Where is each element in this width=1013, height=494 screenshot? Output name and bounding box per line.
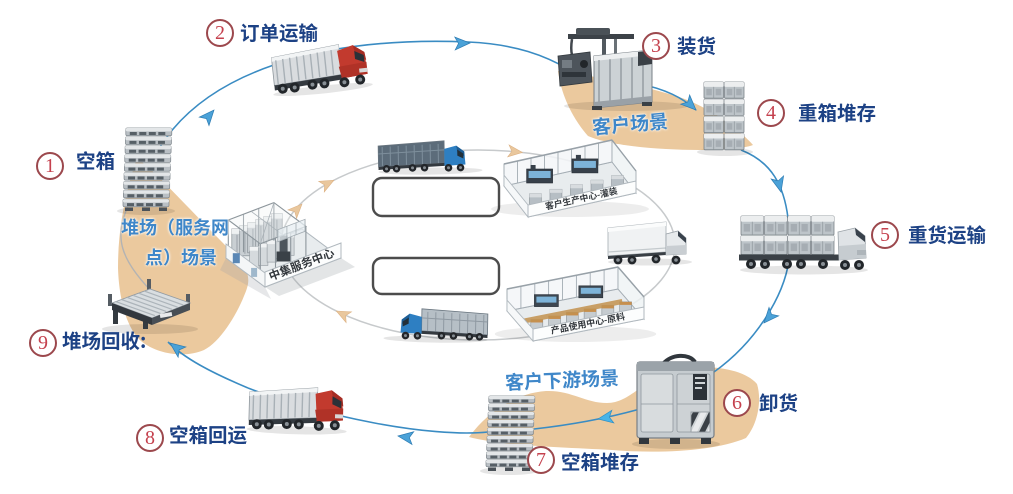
empty-return-truck-8 <box>246 387 347 435</box>
heavy-transport-truck-5 <box>739 215 868 275</box>
step-8-badge: 8 <box>136 424 164 452</box>
loaded-container-stack-4 <box>697 81 753 156</box>
step-7-label: 空箱堆存 <box>561 446 640 475</box>
inner-truck-top <box>377 140 483 175</box>
order-transport-truck-2 <box>271 44 373 97</box>
flow-arc-4-5 <box>740 149 789 219</box>
step-8-label: 空箱回运 <box>169 419 248 448</box>
building-central-service: 中集服务中心 <box>220 201 355 299</box>
step-7-badge: 7 <box>527 446 555 474</box>
scene-label-yard: 堆场（服务网 点）场景 <box>121 212 229 272</box>
building-product-usage: 产品使用中心-原料 <box>494 265 657 343</box>
flow-arc-1-3 <box>157 40 571 151</box>
flow-arrowheads <box>169 36 785 446</box>
flow-arc-9-1 <box>120 205 153 293</box>
unload-container-6 <box>632 353 720 449</box>
folded-rack-9 <box>102 279 198 334</box>
note-box-bottom[interactable] <box>371 256 501 296</box>
step-3-badge: 3 <box>642 32 670 60</box>
step-9-badge: 9 <box>29 329 57 357</box>
inner-truck-bottom <box>383 308 489 343</box>
loading-machine-3 <box>557 28 688 111</box>
step-2-badge: 2 <box>206 19 234 47</box>
step-4-label: 重箱堆存 <box>798 97 877 126</box>
step-3-label: 装货 <box>677 30 717 59</box>
step-4-badge: 4 <box>757 99 785 127</box>
step-5-label: 重货运输 <box>908 219 987 248</box>
box-truck <box>607 221 692 266</box>
flow-arc-6-7 <box>533 408 641 430</box>
step-9-label: 堆场回收: <box>62 325 147 354</box>
note-box-top[interactable] <box>371 176 501 218</box>
step-2-label: 订单运输 <box>240 17 319 46</box>
step-1-label: 空箱 <box>76 145 116 174</box>
step-6-label: 卸货 <box>759 387 799 416</box>
step-1-badge: 1 <box>36 152 64 180</box>
scene-label-yard-line1: 堆场（服务网 <box>121 214 229 240</box>
empty-container-stack-1 <box>117 127 175 215</box>
step-5-badge: 5 <box>871 221 899 249</box>
building-customer-production: 客户生产中心-灌装 <box>491 138 649 219</box>
step-6-badge: 6 <box>723 389 751 417</box>
note-boxes <box>371 176 501 296</box>
scene-label-downstream: 客户下游场景 <box>504 363 620 396</box>
scene-label-yard-line2: 点）场景 <box>145 244 217 270</box>
